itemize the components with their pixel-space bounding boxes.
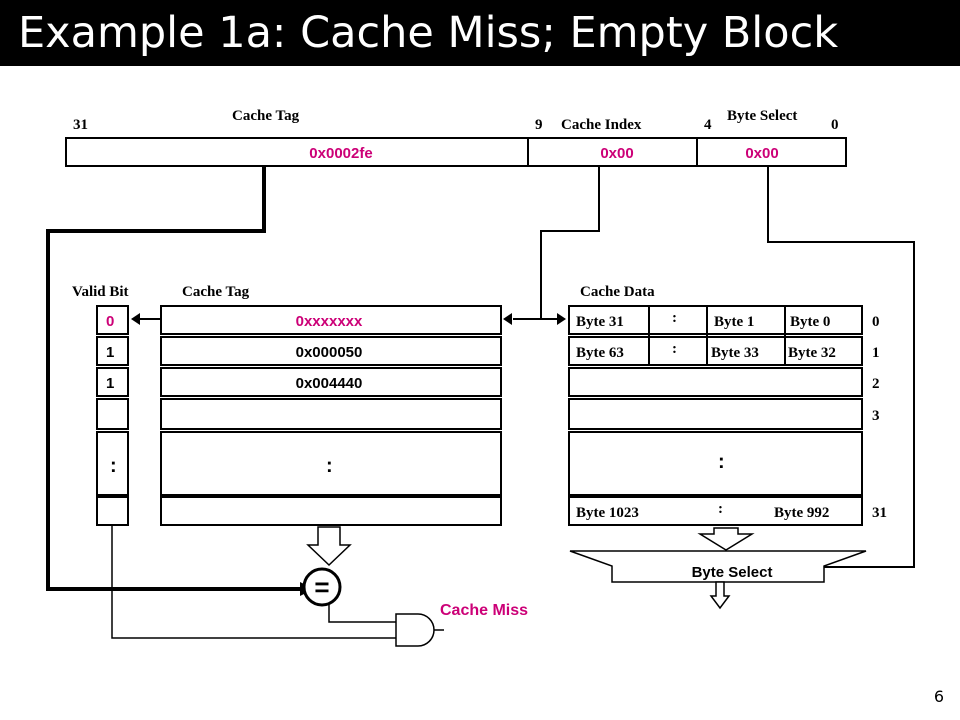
row-index-2: 2	[872, 376, 880, 392]
addr-bit-9: 9	[535, 117, 543, 133]
cache-data-column	[568, 305, 863, 526]
tag-down-arrow	[306, 526, 352, 567]
data-row0-byte1: Byte 1	[714, 314, 754, 330]
addr-bit-31: 31	[73, 117, 88, 133]
addr-index-label: Cache Index	[561, 117, 642, 133]
valid-bit-header: Valid Bit	[72, 284, 129, 300]
tag-row-0: 0xxxxxxx	[296, 313, 363, 330]
tag-to-comparator-wire	[46, 166, 302, 591]
row-index-0: 0	[872, 314, 880, 330]
mux-output-arrow	[709, 581, 731, 610]
and-gate	[395, 613, 435, 647]
valid-bit-1: 1	[106, 344, 114, 361]
data-row1-dots: :	[672, 341, 677, 357]
data-down-arrow	[697, 527, 755, 551]
cache-data-header: Cache Data	[580, 284, 655, 300]
index-arrow-left	[503, 313, 512, 325]
row-index-3: 3	[872, 408, 880, 424]
data-row0-byte0: Byte 0	[790, 314, 830, 330]
data-last-dots: :	[718, 501, 723, 517]
addr-bit-0: 0	[831, 117, 839, 133]
comparator-symbol: =	[314, 572, 329, 602]
page-number: 6	[933, 687, 944, 706]
index-wire	[513, 166, 600, 320]
valid-bit-column	[96, 305, 129, 526]
index-arrow-right	[557, 313, 566, 325]
addr-bit-4: 4	[704, 117, 712, 133]
valid-ellipsis: :	[110, 455, 117, 477]
slide-title: Example 1a: Cache Miss; Empty Block	[18, 8, 839, 58]
byte-select-mux-label: Byte Select	[692, 564, 773, 581]
valid-arrowhead	[131, 313, 140, 325]
tag-row-2: 0x004440	[296, 375, 363, 392]
valid-to-and-wire	[111, 525, 398, 639]
data-row1-byte63: Byte 63	[576, 345, 624, 361]
data-last-byte992: Byte 992	[774, 505, 829, 521]
title-bar: Example 1a: Cache Miss; Empty Block	[0, 0, 960, 66]
comparator-circle	[302, 567, 342, 607]
addr-byte-select-value: 0x00	[745, 145, 778, 162]
valid-bit-0: 0	[106, 313, 114, 330]
data-row0-dots: :	[672, 310, 677, 326]
compare-to-and-wire	[328, 605, 398, 623]
cache-miss-label: Cache Miss	[440, 602, 528, 619]
cache-tag-column	[160, 305, 502, 526]
data-row1-byte33: Byte 33	[711, 345, 759, 361]
addr-tag-value: 0x0002fe	[309, 145, 372, 162]
addr-tag-label: Cache Tag	[232, 108, 300, 124]
tag-row-1: 0x000050	[296, 344, 363, 361]
addr-byte-select-label: Byte Select	[727, 108, 797, 124]
data-row0-byte31: Byte 31	[576, 314, 624, 330]
byte-select-mux	[569, 550, 867, 583]
byte-select-wire	[767, 166, 915, 568]
data-last-byte1023: Byte 1023	[576, 505, 639, 521]
valid-bit-2: 1	[106, 375, 114, 392]
row-index-1: 1	[872, 345, 880, 361]
data-ellipsis: :	[718, 451, 725, 473]
address-register	[65, 137, 847, 167]
data-row1-byte32: Byte 32	[788, 345, 836, 361]
cache-tag-header: Cache Tag	[182, 284, 250, 300]
tag-ellipsis: :	[326, 455, 333, 477]
row-index-31: 31	[872, 505, 887, 521]
addr-index-value: 0x00	[600, 145, 633, 162]
